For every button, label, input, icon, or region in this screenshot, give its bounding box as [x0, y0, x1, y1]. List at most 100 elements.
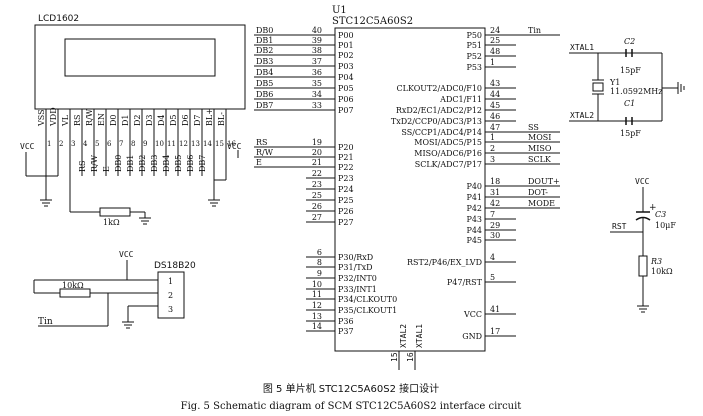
reset-circuit: VCC + C3 10μF RST R3 10kΩ [610, 177, 676, 313]
mcu-pin-15-num: 15 [390, 352, 399, 362]
ds18b20-sensor: DS18B20 1 2 3 VCC 10kΩ Tin [33, 250, 196, 329]
mcu-left-net-label: DB7 [256, 101, 273, 110]
mcu-right-pin-number: 24 [490, 26, 500, 35]
ds18b20-vcc-label: VCC [119, 250, 134, 259]
mcu-right-pin-number: 42 [490, 199, 500, 208]
c2-value: 15pF [620, 66, 641, 75]
ds18b20-pullup-resistor [59, 288, 91, 298]
mcu-left-pin-name: P31/TxD [338, 263, 373, 272]
lcd-pin-number: 3 [71, 140, 75, 148]
lcd-net-label: DB0 [114, 155, 123, 172]
lcd-net-label: DB4 [162, 155, 171, 172]
lcd-pin-name: R/W [85, 108, 94, 126]
mcu-right-pin-number: 30 [490, 231, 500, 240]
mcu-right-pin-number: 29 [490, 221, 500, 230]
mcu-left-pin-name: P07 [338, 106, 354, 115]
mcu-right-pin-number: 47 [490, 123, 500, 132]
mcu-left-pin-name: P24 [338, 185, 354, 194]
mcu-right-pin-number: 5 [490, 273, 495, 282]
lcd-pin-number: 12 [179, 140, 188, 148]
lcd-pin-number: 11 [167, 140, 176, 148]
mcu-left-pin-number: 9 [317, 269, 322, 278]
mcu-right-pin-number: 3 [490, 155, 495, 164]
c3-plus-sign: + [649, 203, 657, 213]
mcu-right-pin-number: 44 [490, 90, 500, 99]
mcu-right-pin-name: ADC1/F11 [439, 95, 482, 104]
mcu-right-pin-name: SS/CCP1/ADC4/P14 [401, 128, 482, 137]
mcu-right-pin-number: 7 [490, 210, 495, 219]
mcu-right-pin-number: 1 [490, 133, 495, 142]
lcd-pin-name: D6 [181, 114, 190, 126]
mcu-left-pin-number: 35 [312, 79, 322, 88]
lcd-pin-name: VDD [49, 107, 58, 127]
ds18b20-pin-2: 2 [168, 291, 173, 300]
mcu-left-net-label: DB0 [256, 26, 273, 35]
caption-english: Fig. 5 Schematic diagram of SCM STC12C5A… [181, 401, 522, 412]
mcu-left-pin-name: P33/INT1 [338, 285, 377, 294]
mcu-right-net-label: MODE [528, 199, 555, 208]
mcu-left-pin-number: 21 [312, 158, 322, 167]
mcu-left-net-label: DB1 [256, 36, 273, 45]
lcd-pin-number: 13 [191, 140, 200, 148]
mcu-right-net-label: MOSI [528, 133, 551, 142]
lcd-pin-number: 1 [47, 140, 51, 148]
mcu-left-pin-number: 6 [317, 248, 322, 257]
mcu-left-pin-name: P05 [338, 84, 354, 93]
mcu-right-pin-number: 4 [490, 253, 495, 262]
lcd-net-label: DB1 [126, 155, 135, 172]
mcu-right-pin-number: 46 [490, 112, 500, 121]
mcu-pin-15-name: XTAL2 [399, 324, 408, 348]
r3-label: R3 [650, 257, 662, 266]
lcd-pin-name: VL [61, 114, 70, 127]
mcu-right-pin-name: VCC [463, 310, 482, 319]
lcd-vcc-left-label: VCC [20, 142, 35, 151]
mcu-right-pin-number: 25 [490, 36, 500, 45]
mcu-right-pin-name: RxD2/EC1/ADC2/P12 [396, 106, 482, 115]
lcd-pin-number: 9 [143, 140, 147, 148]
lcd1602-module: LCD1602 VSS1VDD2VL3RS4RSR/W5R/WEN6ED07DB… [20, 14, 246, 227]
lcd-pin-number: 5 [95, 140, 99, 148]
mcu-right-net-label: DOT- [528, 188, 548, 197]
lcd-pin-name: EN [97, 113, 106, 126]
mcu-right-net-label: SS [528, 123, 539, 132]
mcu-left-net-label: DB6 [256, 90, 273, 99]
c1-value: 15pF [620, 129, 641, 138]
reset-rst-label: RST [612, 222, 627, 231]
mcu-right-pins: 24P50Tin25P5148P521P5343CLKOUT2/ADC0/F10… [391, 26, 560, 341]
mcu-right-pin-name: CLKOUT2/ADC0/F10 [397, 84, 482, 93]
lcd-vcc-right-label: VCC [227, 142, 242, 151]
lcd-net-label: R/W [90, 154, 99, 172]
ground-symbol [139, 217, 151, 225]
mcu-left-net-label: DB2 [256, 46, 273, 55]
r3-value: 10kΩ [651, 267, 673, 276]
c3-label: C3 [655, 210, 666, 219]
lcd-net-label: DB7 [198, 155, 207, 172]
mcu-left-net-label: RS [256, 138, 268, 147]
mcu-left-net-label: DB5 [256, 79, 273, 88]
lcd-pin-name: D7 [193, 114, 202, 126]
mcu-right-pin-name: P45 [466, 236, 482, 245]
lcd-net-label: RS [78, 160, 87, 172]
mcu-left-pin-number: 10 [312, 280, 322, 289]
lcd-net-label: DB2 [138, 155, 147, 172]
mcu-right-pin-number: 2 [490, 144, 495, 153]
c3-value: 10μF [655, 221, 676, 230]
lcd-outer-frame [34, 24, 246, 110]
ds18b20-pin-1: 1 [168, 277, 173, 286]
mcu-left-pin-number: 23 [312, 180, 322, 189]
lcd-pin-name: BL- [217, 112, 226, 126]
mcu-left-net-label: E [256, 158, 262, 167]
mcu-designator: U1 [332, 5, 347, 16]
y1-label: Y1 [609, 78, 620, 87]
mcu-left-pin-name: P01 [338, 41, 354, 50]
lcd-pin-name: D5 [169, 114, 178, 126]
mcu-right-net-label: SCLK [528, 155, 552, 164]
mcu-left-pin-number: 36 [312, 68, 322, 77]
lcd-contrast-resistor [99, 207, 131, 217]
ground-symbol [208, 199, 220, 207]
mcu-pin-16-num: 16 [406, 352, 415, 362]
lcd-pin-name: D1 [121, 114, 130, 126]
mcu-right-pin-name: P52 [466, 52, 482, 61]
crystal-y1 [592, 82, 604, 92]
mcu-left-pin-name: P06 [338, 95, 354, 104]
